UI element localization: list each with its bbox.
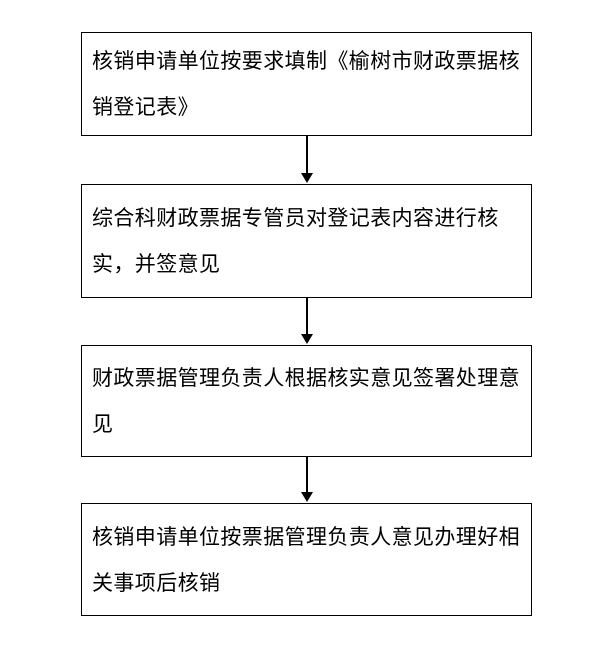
flowchart-arrow-3 [301,457,313,503]
flowchart-arrow-2 [301,298,313,345]
flowchart-node-step-2: 综合科财政票据专管员对登记表内容进行核实，并签意见 [81,184,532,298]
flowchart-node-step-1: 核销申请单位按要求填制《榆树市财政票据核销登记表》 [81,32,532,136]
arrow-head-icon [301,492,313,502]
arrow-line [306,298,308,335]
flowchart-node-label: 综合科财政票据专管员对登记表内容进行核实，并签意见 [92,206,499,276]
flowchart-node-label: 核销申请单位按票据管理负责人意见办理好相关事项后核销 [92,524,520,595]
arrow-line [306,457,308,493]
arrow-head-icon [301,334,313,344]
flowchart-arrow-1 [301,136,313,184]
flowchart-node-step-3: 财政票据管理负责人根据核实意见签署处理意见 [81,345,532,457]
arrow-line [306,136,308,174]
arrow-head-icon [301,173,313,183]
flowchart-node-step-4: 核销申请单位按票据管理负责人意见办理好相关事项后核销 [81,503,532,616]
flowchart-node-label: 核销申请单位按要求填制《榆树市财政票据核销登记表》 [92,49,520,119]
flowchart-node-label: 财政票据管理负责人根据核实意见签署处理意见 [92,366,520,436]
